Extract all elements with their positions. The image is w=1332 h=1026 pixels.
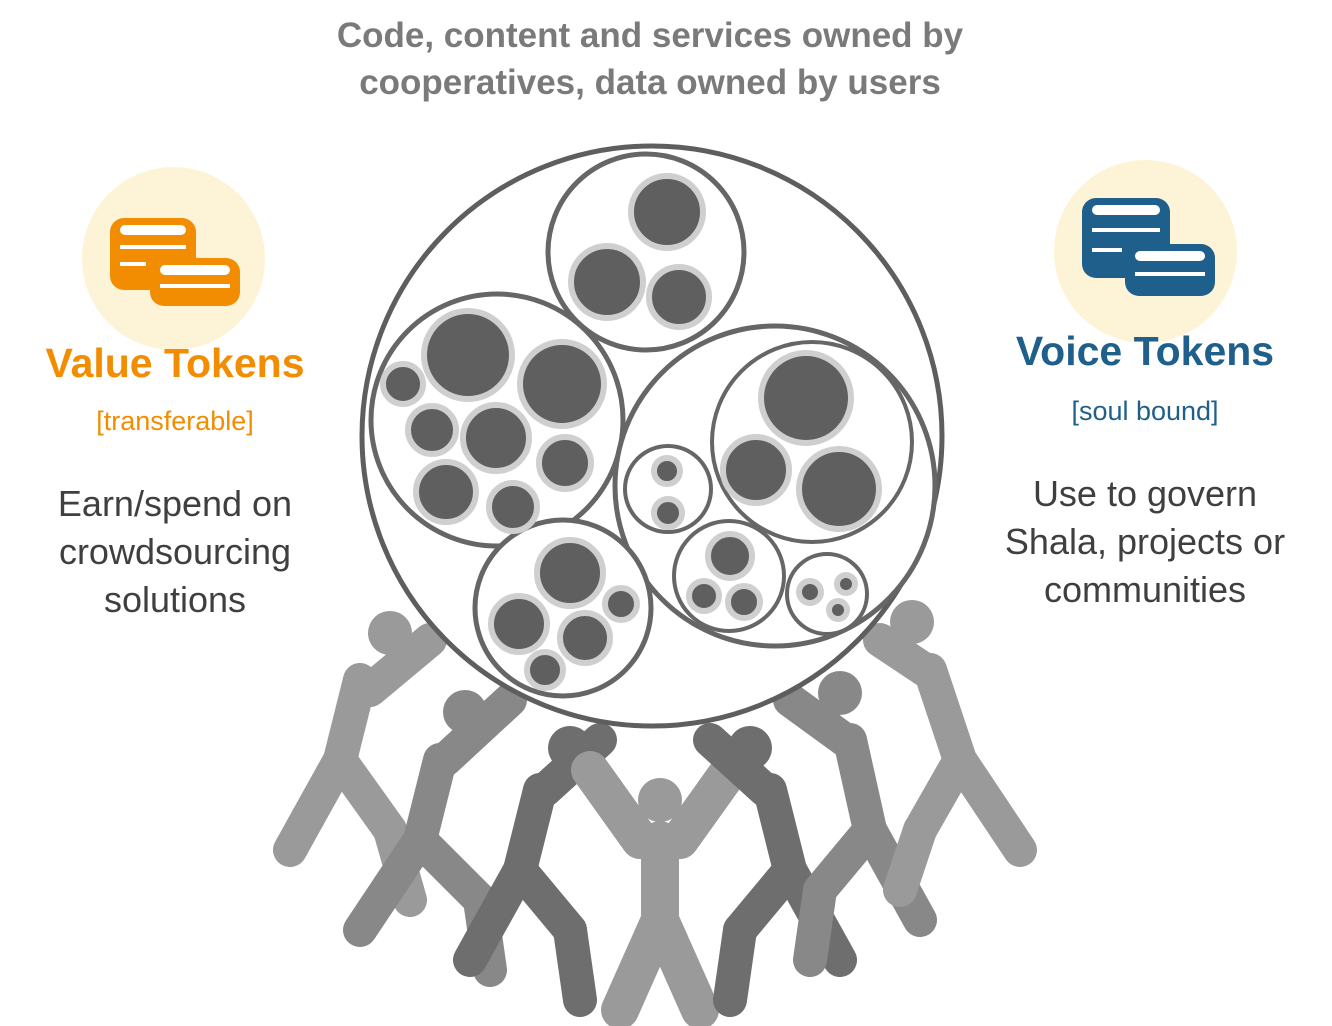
voice-tokens-title: Voice Tokens	[1015, 328, 1275, 374]
title-line-2: cooperatives, data owned by users	[359, 63, 941, 102]
voice-tokens-description: Use to govern Shala, projects or communi…	[975, 470, 1315, 614]
voice-desc-line-1: Use to govern	[1032, 473, 1258, 514]
value-tokens-description: Earn/spend on crowdsourcing solutions	[10, 480, 340, 624]
title-line-1: Code, content and services owned by	[336, 16, 964, 55]
voice-desc-line-3: communities	[1043, 569, 1247, 610]
voice-desc-line-2: Shala, projects or	[1004, 521, 1286, 562]
value-desc-line-3: solutions	[103, 579, 247, 620]
page-title: Code, content and services owned by coop…	[250, 12, 1050, 106]
value-tokens-subtitle: [transferable]	[96, 406, 254, 436]
value-desc-line-1: Earn/spend on	[57, 483, 293, 524]
value-tokens-title: Value Tokens	[45, 340, 305, 386]
voice-tokens-subtitle: [soul bound]	[1071, 396, 1219, 426]
value-desc-line-2: crowdsourcing	[58, 531, 292, 572]
